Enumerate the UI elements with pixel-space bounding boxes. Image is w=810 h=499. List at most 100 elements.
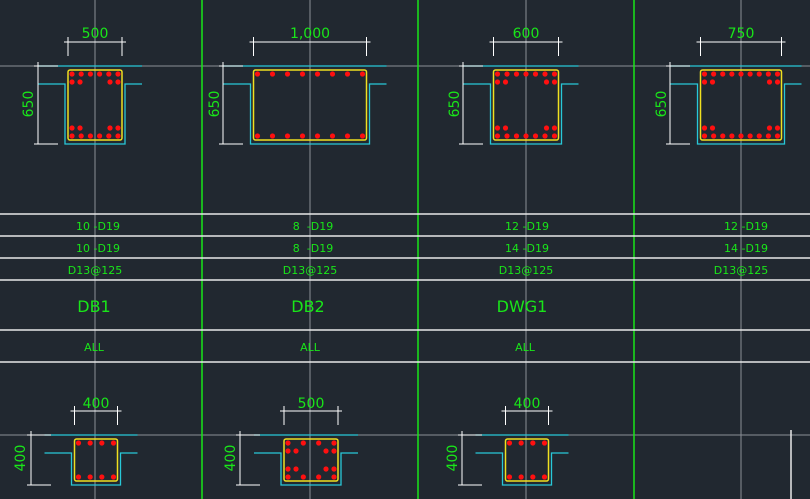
rebar-dot [344,133,351,139]
col3-height-dim: 650 [447,91,463,118]
col1-stirrup: D13@125 [68,264,122,277]
rebar-dot [106,71,112,77]
beam-section [236,406,358,486]
rebar-dot [506,440,513,446]
rebar-dot [254,71,261,77]
rebar-dot [494,71,501,77]
lower3-height-dim: 400 [445,445,461,472]
rebar-dot [285,448,291,454]
rebar-dot [254,133,261,139]
rebar-dot [99,474,105,480]
rebar-dot [774,133,781,139]
rebar-dot [506,474,513,480]
rebar-dot [110,440,117,446]
rebar-dot [532,71,539,77]
rebar-dot [331,474,337,480]
rebar-dot [494,125,501,131]
stirrup [67,69,123,141]
rebar-dot [774,125,781,131]
rebar-dot [765,133,771,139]
lower1-width-dim: 400 [83,396,110,412]
rebar-dot [541,474,548,480]
stirrup [73,438,119,482]
rebar-dot [729,71,735,77]
lower2-width-dim: 500 [298,396,325,412]
rebar-dot [69,79,75,85]
beam-section [219,37,387,145]
col2-bottom-bars: 8 -D19 [293,242,333,255]
rebar-dot [106,133,112,139]
rebar-dot [331,448,337,454]
col1-beam-name: DB1 [77,297,110,316]
stirrup [504,438,550,482]
lower1-height-dim: 400 [13,445,29,472]
rebar-dot [323,448,329,454]
col1-top-bars: 10 -D19 [76,220,120,233]
lower2-height-dim: 400 [223,445,239,472]
rebar-dot [720,71,726,77]
col3-scope: ALL [515,341,536,354]
rebar-dot [504,133,510,139]
slab-beam-outline [223,83,387,145]
rebar-dot [502,79,509,85]
stirrup [283,438,339,482]
rebar-dot [77,125,83,131]
rebar-dot [756,71,762,77]
rebar-dot [284,133,291,139]
col4-stirrup: D13@125 [714,264,768,277]
rebar-dot [115,79,121,85]
rebar-dot [331,440,337,446]
slab-beam-outline [254,452,358,486]
beam-section [459,37,579,145]
rebar-dot [359,71,366,77]
rebar-dot [293,466,299,472]
rebar-dot [709,125,716,131]
rebar-dot [513,71,520,77]
rebar-dot [299,71,306,77]
col2-top-bars: 8 -D19 [293,220,333,233]
rebar-dot [494,133,501,139]
rebar-dot [530,440,536,446]
rebar-dot [494,79,501,85]
rebar-dot [766,125,773,131]
rebar-dot [87,71,93,77]
rebar-dot [75,440,82,446]
rebar-dot [293,448,299,454]
col2-stirrup: D13@125 [283,264,337,277]
rebar-dot [314,71,321,77]
rebar-dot [551,79,558,85]
rebar-dot [504,71,510,77]
rebar-dot [711,133,717,139]
slab-beam-outline [475,452,569,486]
rebar-dot [774,79,781,85]
rebar-dot [69,133,75,139]
slab-beam-outline [38,83,142,145]
rebar-dot [543,79,550,85]
rebar-dot [110,474,117,480]
rebar-dot [99,440,105,446]
col3-bottom-bars: 14 -D19 [505,242,549,255]
rebar-dot [747,133,753,139]
col1-height-dim: 650 [21,91,37,118]
rebar-dot [542,133,548,139]
rebar-dot [523,71,529,77]
rebar-dot [701,71,708,77]
rebar-dot [115,71,121,77]
rebar-dot [97,71,103,77]
rebar-dot [701,79,708,85]
col3-beam-name: DWG1 [497,297,548,316]
col1-scope: ALL [84,341,105,354]
rebar-dot [518,440,524,446]
col3-top-bars: 12 -D19 [505,220,549,233]
rebar-dot [300,474,306,480]
rebar-dot [766,79,773,85]
rebar-dot [518,474,524,480]
rebar-dot [75,474,82,480]
col2-height-dim: 650 [207,91,223,118]
rebar-dot [551,125,558,131]
rebar-dot [107,79,113,85]
slab-beam-outline [670,83,802,145]
rebar-dot [502,125,509,131]
col4-top-bars: 12 -D19 [724,220,768,233]
